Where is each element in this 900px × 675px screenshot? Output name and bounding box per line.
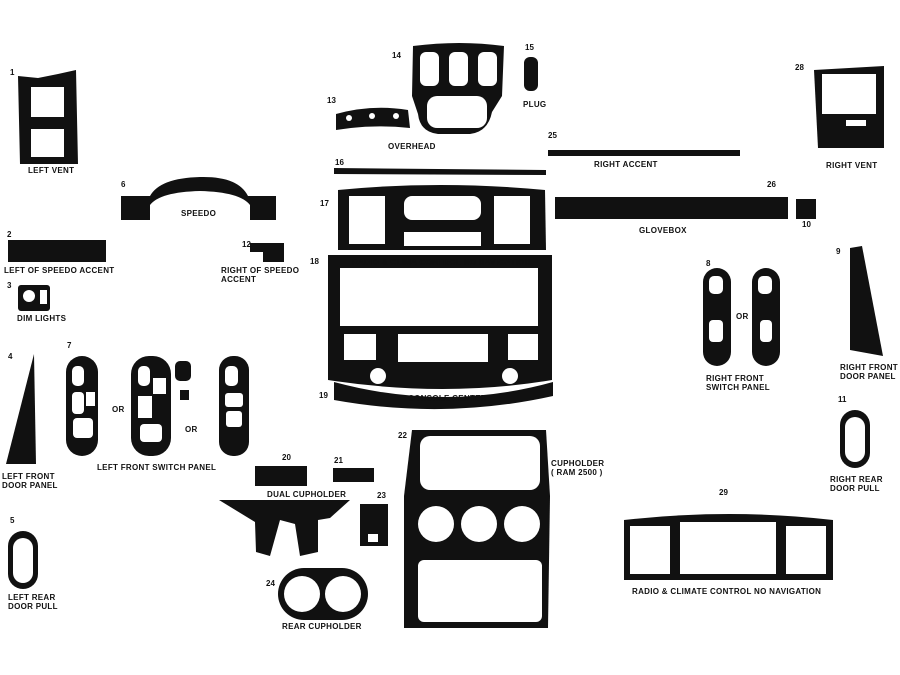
or-label-3: OR bbox=[736, 312, 749, 321]
part-2-left-speedo-accent bbox=[8, 240, 106, 262]
part-number-7: 7 bbox=[67, 341, 72, 350]
part-16-strip bbox=[334, 168, 546, 175]
part-5-left-rear-door-pull bbox=[8, 531, 38, 589]
part-number-23: 23 bbox=[377, 491, 386, 500]
label-console-center: CONSOLE CENTER bbox=[408, 394, 487, 403]
part-number-13: 13 bbox=[327, 96, 336, 105]
part-29-radio-climate-bezel bbox=[624, 514, 833, 580]
label-speedo: SPEEDO bbox=[181, 209, 217, 218]
part-28-right-vent bbox=[814, 66, 884, 148]
part-number-20: 20 bbox=[282, 453, 291, 462]
part-number-3: 3 bbox=[7, 281, 12, 290]
part-number-19: 19 bbox=[319, 391, 328, 400]
part-number-29: 29 bbox=[719, 488, 728, 497]
part-number-8: 8 bbox=[706, 259, 711, 268]
part-number-26: 26 bbox=[767, 180, 776, 189]
label-right-rear-door-pull: RIGHT REAR DOOR PULL bbox=[830, 475, 883, 494]
label-left-front-switch-panel: LEFT FRONT SWITCH PANEL bbox=[97, 463, 217, 472]
part-1-left-vent bbox=[18, 70, 78, 164]
part-12-right-speedo-accent bbox=[250, 243, 284, 262]
label-right-vent: RIGHT VENT bbox=[826, 161, 878, 170]
part-number-15: 15 bbox=[525, 43, 534, 52]
part-17-radio-clima-bezel bbox=[338, 185, 546, 250]
part-number-5: 5 bbox=[10, 516, 15, 525]
part-number-18: 18 bbox=[310, 257, 319, 266]
label-glovebox: GLOVEBOX bbox=[639, 226, 687, 235]
label-right-front-switch-panel: RIGHT FRONT SWITCH PANEL bbox=[706, 374, 770, 393]
part-number-12: 12 bbox=[242, 240, 251, 249]
part-number-11: 11 bbox=[838, 395, 847, 404]
part-3-dim-lights bbox=[18, 285, 50, 311]
part-dual-cupholder bbox=[219, 500, 350, 556]
part-number-2: 2 bbox=[7, 230, 12, 239]
part-number-24: 24 bbox=[266, 579, 275, 588]
part-26-glovebox-strip bbox=[555, 197, 788, 219]
or-label-1: OR bbox=[112, 405, 125, 414]
part-23 bbox=[360, 504, 388, 546]
part-14-overhead bbox=[412, 43, 504, 134]
part-9-right-front-door-panel bbox=[850, 246, 883, 356]
part-number-1: 1 bbox=[10, 68, 15, 77]
part-24-rear-cupholder bbox=[278, 568, 368, 620]
part-number-17: 17 bbox=[320, 199, 329, 208]
label-right-of-speedo-accent: RIGHT OF SPEEDO ACCENT bbox=[221, 266, 300, 285]
part-number-6: 6 bbox=[121, 180, 126, 189]
label-left-rear-door-pull: LEFT REAR DOOR PULL bbox=[8, 593, 58, 612]
part-13 bbox=[336, 107, 410, 130]
part-number-9: 9 bbox=[836, 247, 841, 256]
label-radio-clima-control: RADIO & CLIMA CONTROL NO NAVIGATION bbox=[352, 258, 531, 267]
part-10 bbox=[796, 199, 816, 219]
or-label-2: OR bbox=[185, 425, 198, 434]
label-rear-cupholder: REAR CUPHOLDER bbox=[282, 622, 362, 631]
part-4-left-front-door-panel bbox=[6, 354, 36, 464]
part-20 bbox=[255, 466, 307, 486]
label-dual-cupholder: DUAL CUPHOLDER bbox=[267, 490, 347, 499]
part-7-left-front-switch-panels bbox=[66, 356, 249, 456]
part-21 bbox=[333, 468, 374, 482]
part-6-speedo bbox=[121, 176, 276, 220]
part-22-cupholder-ram2500 bbox=[404, 430, 550, 628]
label-cupholder-ram-2500: CUPHOLDER ( RAM 2500 ) bbox=[551, 459, 605, 478]
part-18-console-center bbox=[328, 255, 552, 389]
part-11-right-rear-door-pull bbox=[840, 410, 870, 468]
label-left-front-door-panel: LEFT FRONT DOOR PANEL bbox=[2, 472, 58, 491]
label-plug: PLUG bbox=[523, 100, 547, 109]
part-number-4: 4 bbox=[8, 352, 13, 361]
label-right-front-door-panel: RIGHT FRONT DOOR PANEL bbox=[840, 363, 898, 382]
part-number-16: 16 bbox=[335, 158, 344, 167]
label-left-vent: LEFT VENT bbox=[28, 166, 75, 175]
part-number-10: 10 bbox=[802, 220, 811, 229]
part-15-plug bbox=[524, 57, 538, 91]
part-number-22: 22 bbox=[398, 431, 407, 440]
label-left-of-speedo-accent: LEFT OF SPEEDO ACCENT bbox=[4, 266, 115, 275]
part-number-21: 21 bbox=[334, 456, 343, 465]
label-right-accent: RIGHT ACCENT bbox=[594, 160, 658, 169]
label-overhead: OVERHEAD bbox=[388, 142, 436, 151]
part-8-right-front-switch-panels bbox=[703, 268, 780, 366]
label-radio-climate-control: RADIO & CLIMATE CONTROL NO NAVIGATION bbox=[632, 587, 822, 596]
part-number-14: 14 bbox=[392, 51, 401, 60]
part-number-25: 25 bbox=[548, 131, 557, 140]
part-number-28: 28 bbox=[795, 63, 804, 72]
part-25-right-accent bbox=[548, 150, 740, 156]
label-dim-lights: DIM LIGHTS bbox=[17, 314, 67, 323]
part-19-strip bbox=[334, 382, 553, 410]
